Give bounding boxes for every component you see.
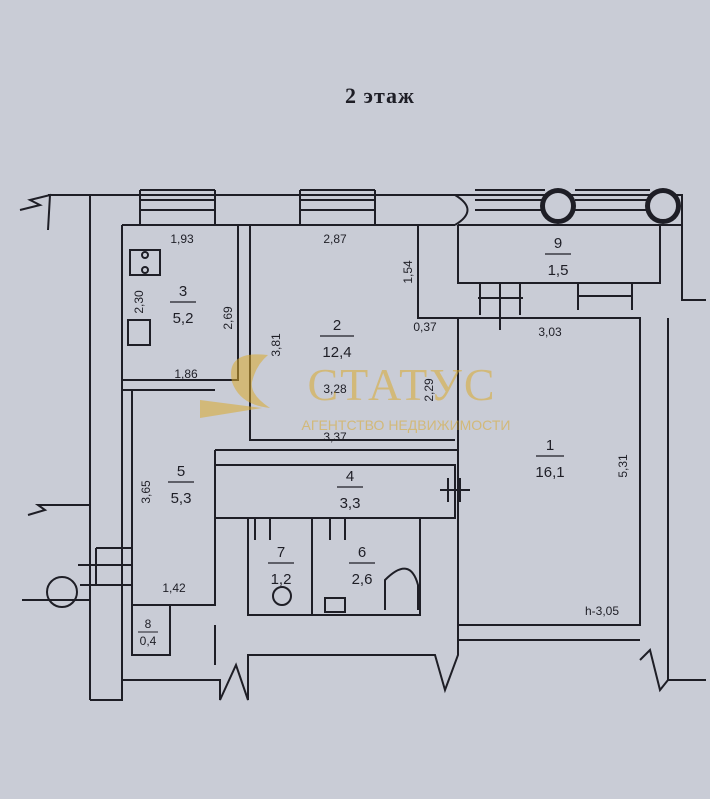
wc-walls: [247, 518, 421, 616]
watermark-brand: СТАТУС: [307, 359, 496, 410]
room-area-5: 5,3: [171, 490, 192, 507]
watermark: СТАТУС АГЕНТСТВО НЕДВИЖИМОСТИ: [200, 354, 510, 433]
room-2-walls: [249, 225, 458, 441]
room-area-9: 1,5: [548, 262, 569, 279]
window-2: [299, 189, 376, 225]
room-number-9: 9: [554, 235, 562, 252]
right-wall-ext: [660, 224, 683, 300]
dim-room3-bottom: 1,86: [174, 367, 198, 381]
room-4-door: [440, 478, 470, 502]
dim-wall-229: 2,29: [422, 378, 436, 402]
dim-room2-bottom: 3,37: [323, 430, 347, 444]
room-4-walls: [214, 450, 456, 519]
washbasin-icon: [324, 597, 346, 613]
entry-door-icon: [46, 576, 78, 608]
dim-room2-height: 3,81: [269, 333, 283, 357]
stove-burner-2: [141, 266, 149, 274]
stove-burner-1: [141, 251, 149, 259]
room-number-5: 5: [177, 463, 185, 480]
dim-room2-inner: 3,28: [323, 382, 347, 396]
room-number-4: 4: [346, 468, 354, 485]
wall-break-mid: [27, 504, 90, 516]
room-number-1: 1: [546, 437, 554, 454]
room-9-walls: [457, 224, 661, 284]
dim-room1-width: 3,03: [538, 325, 562, 339]
room-number-7: 7: [277, 544, 285, 561]
right-zigzag: [639, 648, 669, 693]
dim-room3-height: 2,69: [221, 306, 235, 330]
column-right-2-inner: [648, 191, 678, 221]
dim-room3-width: 1,93: [170, 232, 194, 246]
floor-title: 2 этаж: [345, 83, 415, 108]
room-area-1: 16,1: [535, 464, 564, 481]
column-left: [454, 194, 469, 226]
sink-icon: [127, 319, 151, 346]
dim-room1-height: 5,31: [616, 454, 630, 478]
toilet-icon: [272, 586, 292, 606]
dim-room5-height: 3,65: [139, 480, 153, 504]
window-1: [139, 189, 216, 225]
wall-break-top: [19, 193, 52, 231]
dim-room3-230: 2,30: [132, 290, 146, 314]
room-1-right-outer: [667, 318, 706, 681]
watermark-logo-icon: [200, 354, 270, 418]
room-number-6: 6: [358, 544, 366, 561]
window-3: [475, 189, 545, 211]
room-number-2: 2: [333, 317, 341, 334]
window-4: [575, 189, 650, 211]
room-9-door: [478, 283, 523, 330]
room-area-2: 12,4: [322, 344, 351, 361]
bottom-wall-line: [214, 625, 459, 665]
dim-wall-154: 1,54: [401, 260, 415, 284]
room-area-4: 3,3: [340, 495, 361, 512]
room-area-7: 1,2: [271, 571, 292, 588]
room-8-walls: [131, 605, 171, 656]
room-number-3: 3: [179, 283, 187, 300]
room-1-walls: [457, 317, 641, 626]
room-5-walls: [131, 390, 216, 606]
dim-room8-width: 1,42: [162, 581, 186, 595]
outer-wall-outer: [48, 194, 706, 301]
tub-icon: [384, 567, 419, 610]
stairs-lines: [78, 547, 132, 586]
stove-icon: [129, 249, 161, 276]
room-number-8: 8: [145, 617, 152, 631]
bottom-wall: [90, 639, 640, 701]
dim-room2-width: 2,87: [323, 232, 347, 246]
room-area-6: 2,6: [352, 571, 373, 588]
watermark-tagline: АГЕНТСТВО НЕДВИЖИМОСТИ: [302, 417, 511, 433]
column-right-1-inner: [543, 191, 573, 221]
dim-wall-037: 0,37: [413, 320, 437, 334]
wc-door-marks: [254, 518, 346, 540]
ceiling-height: h-3,05: [585, 604, 619, 618]
room-9-window: [577, 283, 633, 310]
room-area-8: 0,4: [140, 634, 157, 648]
room-area-3: 5,2: [173, 310, 194, 327]
